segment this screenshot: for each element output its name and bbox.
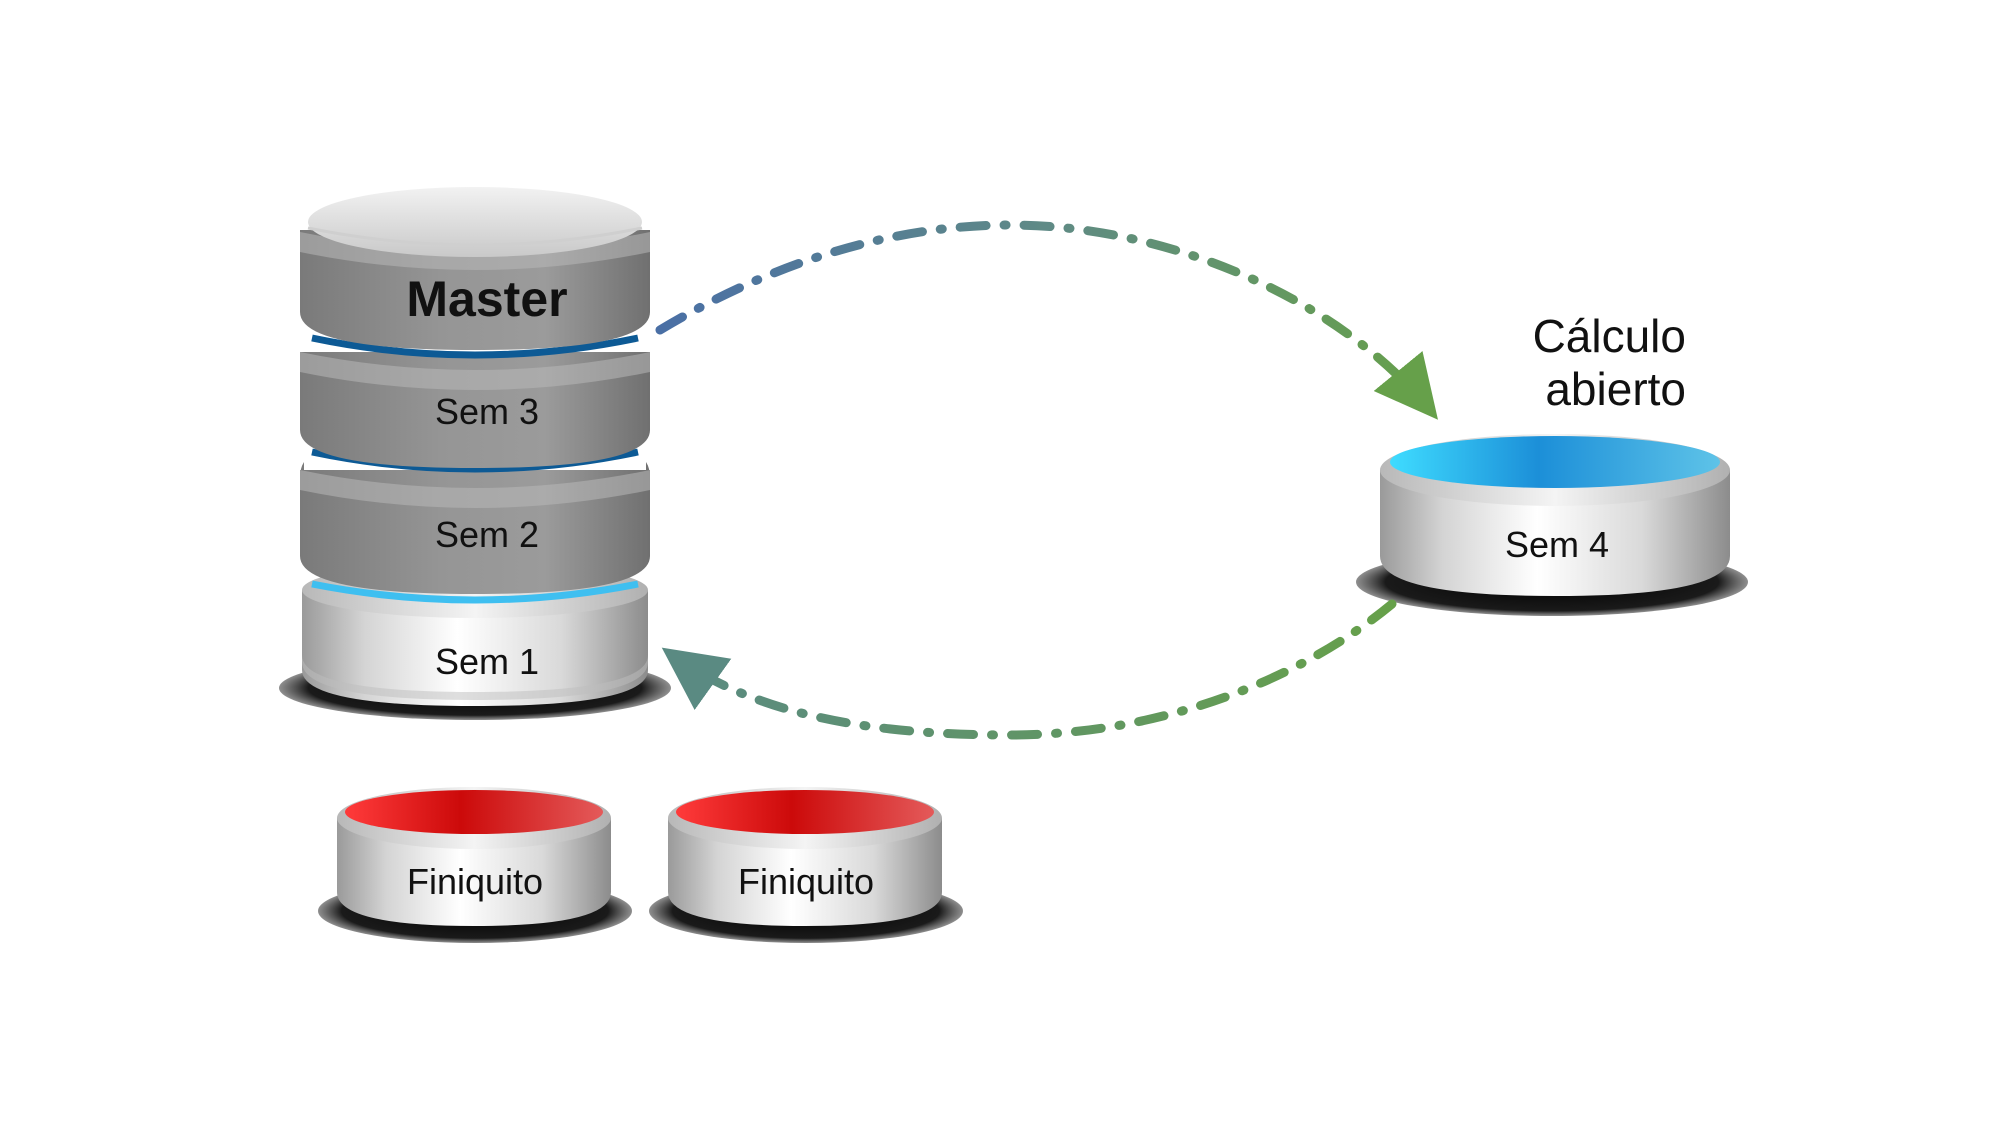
open-calc-caption-line-1: Cálculo: [1533, 310, 1686, 362]
layer-master: [300, 187, 650, 350]
arrow-open-calc-to-sem-1: [661, 599, 1397, 740]
finiquito-2-label: Finiquito: [738, 861, 874, 902]
finiquito-disk-2: Finiquito: [649, 787, 963, 943]
flow-arrows: [655, 220, 1438, 740]
band-sem-3: [311, 334, 639, 359]
layer-sem-3: [300, 334, 650, 468]
sem-2-label: Sem 2: [435, 514, 539, 555]
finiquito-1-liquid: [345, 790, 603, 834]
master-database-stack: Master Sem 3 Sem 2 Sem 1: [279, 187, 671, 720]
open-calculation-disk: Sem 4 Cálculo abierto: [1356, 310, 1748, 616]
master-label: Master: [406, 271, 567, 327]
finiquito-2-liquid: [676, 790, 934, 834]
finiquito-1-label: Finiquito: [407, 861, 543, 902]
band-sem-1: [311, 580, 639, 604]
finiquito-disk-1: Finiquito: [318, 787, 632, 943]
sem-4-label: Sem 4: [1505, 524, 1609, 565]
sem-3-label: Sem 3: [435, 391, 539, 432]
sem-4-liquid: [1390, 436, 1720, 488]
sem-1-label: Sem 1: [435, 641, 539, 682]
arrow-master-to-open-calc: [655, 220, 1438, 420]
open-calc-caption-line-2: abierto: [1545, 363, 1686, 415]
